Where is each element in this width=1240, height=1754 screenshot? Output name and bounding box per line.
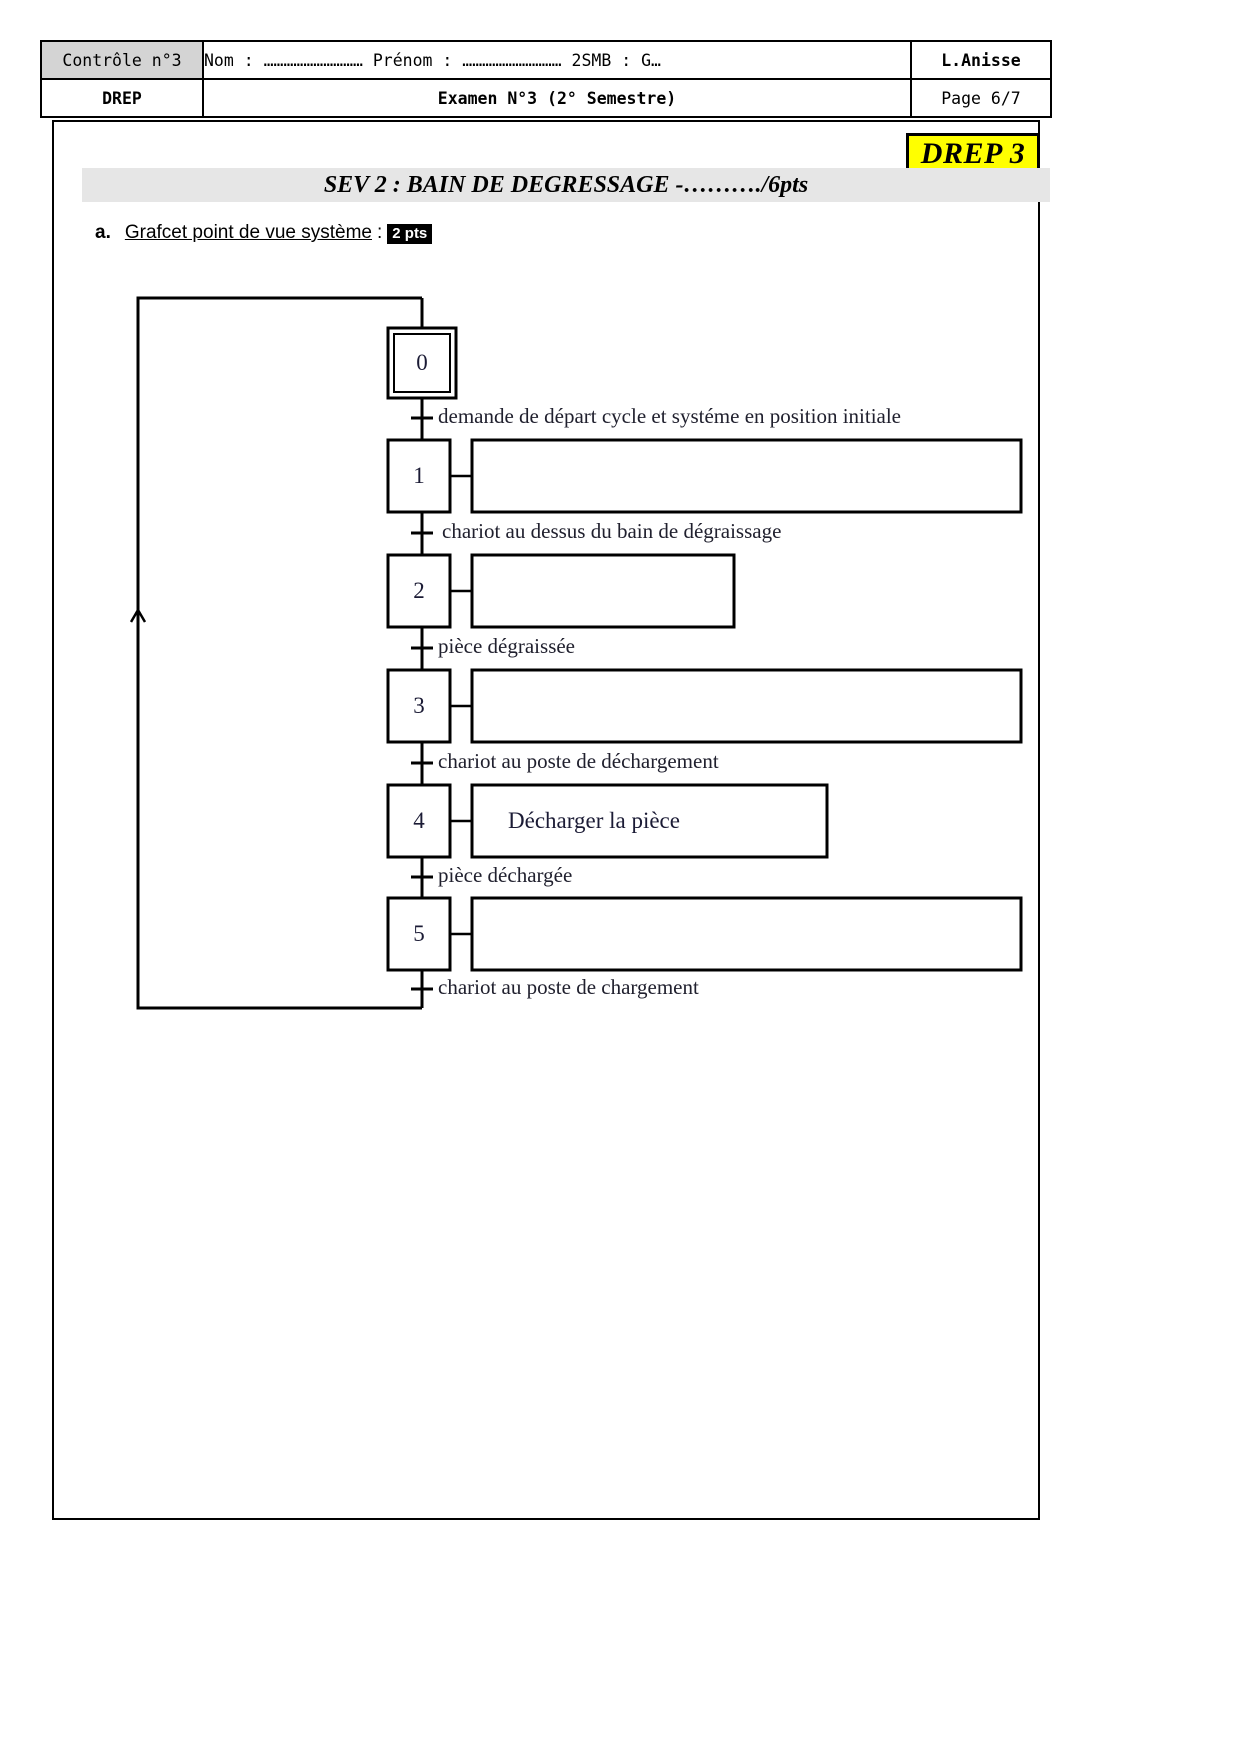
transition-label-4: pièce déchargée (438, 863, 573, 887)
header-table: Contrôle n°3 Nom : ………………………… Prénom : …… (40, 40, 1052, 118)
action-box-2 (470, 553, 736, 629)
transition-label-0: demande de départ cycle et systéme en po… (438, 404, 902, 428)
question-line: a. Grafcet point de vue système : 2 pts (95, 222, 433, 245)
step-number-0: 0 (416, 350, 428, 375)
exam-title-cell: Examen N°3 (2° Semestre) (202, 78, 912, 118)
header-row-2: DREP Examen N°3 (2° Semestre) Page 6/7 (40, 78, 1052, 118)
return-arrow-icon (130, 607, 147, 623)
question-letter: a. (95, 222, 111, 243)
student-info-cell: Nom : ………………………… Prénom : ………………………… 2SM… (202, 40, 912, 80)
step-number-5: 5 (413, 921, 425, 946)
step-box-0 (386, 326, 458, 400)
grafcet-diagram: 0 1 2 3 4 5 Décharger la pièce demande d… (130, 290, 1030, 1030)
question-text: Grafcet point de vue système (124, 222, 372, 243)
transition-label-3: chariot au poste de déchargement (438, 749, 719, 773)
transition-label-1: chariot au dessus du bain de dégraissage (442, 519, 782, 543)
page-number-cell: Page 6/7 (910, 78, 1052, 118)
school-label-cell: DREP (40, 78, 204, 118)
step-box-5 (386, 896, 452, 972)
step-number-3: 3 (413, 693, 425, 718)
step-number-2: 2 (413, 578, 425, 603)
transition-label-5: chariot au poste de chargement (438, 975, 699, 999)
action-box-5 (470, 896, 1023, 972)
action-text-4: Décharger la pièce (508, 808, 680, 833)
step-number-4: 4 (413, 808, 425, 833)
header-row-1: Contrôle n°3 Nom : ………………………… Prénom : …… (40, 40, 1052, 80)
grafcet-svg (130, 296, 1023, 1010)
section-banner: SEV 2 : BAIN DE DEGRESSAGE -………./6pts (82, 168, 1050, 202)
points-badge: 2 pts (387, 224, 433, 245)
teacher-name-cell: L.Anisse (910, 40, 1052, 80)
control-label-cell: Contrôle n°3 (40, 40, 204, 80)
step-number-1: 1 (413, 463, 425, 488)
action-box-1 (470, 438, 1023, 514)
action-box-4 (470, 783, 829, 859)
step-box-3 (386, 668, 452, 744)
question-colon: : (376, 222, 383, 243)
action-box-3 (470, 668, 1023, 744)
step-box-4 (386, 783, 452, 859)
transition-label-2: pièce dégraissée (438, 634, 576, 658)
exam-page: Contrôle n°3 Nom : ………………………… Prénom : …… (40, 40, 1052, 1522)
transition-bars (411, 416, 433, 991)
return-loop-path (136, 296, 422, 1010)
